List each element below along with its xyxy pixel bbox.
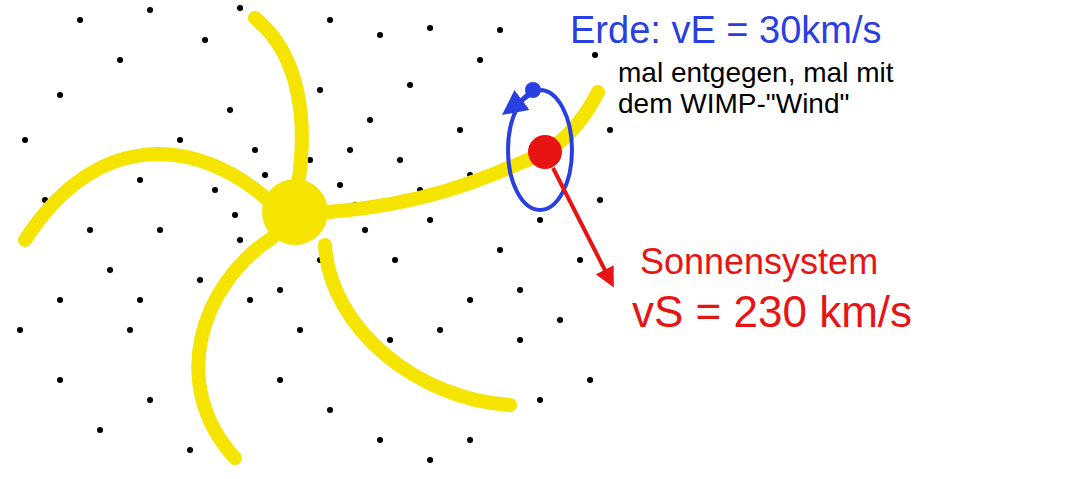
wind-note: mal entgegen, mal mit dem WIMP-"Wind" xyxy=(618,58,938,120)
solar-system-label: Sonnensystem xyxy=(640,242,878,282)
spiral-arm xyxy=(255,18,302,185)
galactic-center xyxy=(262,179,328,245)
sun-velocity-label: vS = 230 km/s xyxy=(632,288,912,336)
spiral-arm xyxy=(198,238,272,458)
spiral-arm xyxy=(328,92,598,212)
earth-velocity-arrow xyxy=(506,94,530,112)
solar-system-dot xyxy=(528,135,562,169)
spiral-arms xyxy=(25,18,598,458)
spiral-arm xyxy=(325,245,510,405)
earth-orbit xyxy=(508,90,572,210)
sun-velocity-arrow xyxy=(553,168,612,284)
spiral-arm xyxy=(25,154,268,240)
dark-matter-dots xyxy=(20,8,610,460)
earth-velocity-label: Erde: vE = 30km/s xyxy=(570,10,882,52)
